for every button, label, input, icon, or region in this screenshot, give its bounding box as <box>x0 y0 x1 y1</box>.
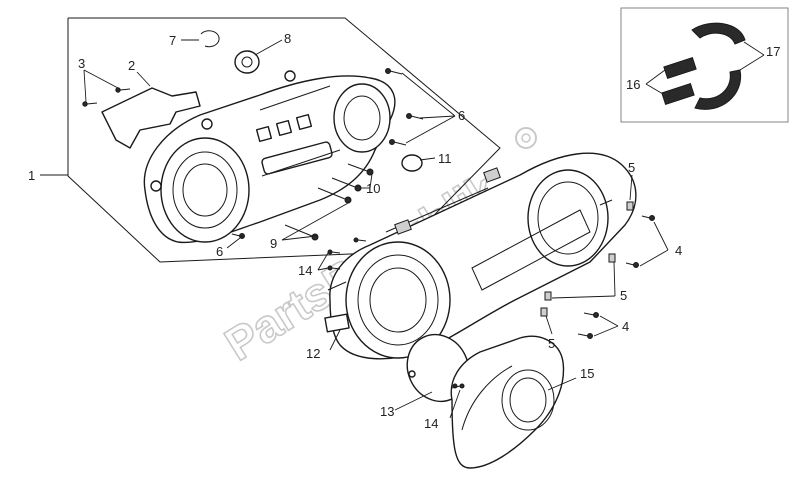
front-cover <box>450 335 565 469</box>
callout-16: 16 <box>626 77 640 92</box>
callout-8: 8 <box>284 31 291 46</box>
gasket-tab <box>408 370 416 378</box>
bearing <box>234 50 260 74</box>
watermark-gear-icon <box>515 127 537 149</box>
callout-14-top: 14 <box>298 263 312 278</box>
callout-3: 3 <box>78 56 85 71</box>
callout-labels: 1 2 3 7 8 6 11 10 9 6 5 4 5 4 5 14 12 13… <box>28 31 780 431</box>
callout-2: 2 <box>128 58 135 73</box>
callout-4-bottom: 4 <box>622 319 629 334</box>
callout-17: 17 <box>766 44 780 59</box>
callout-13: 13 <box>380 404 394 419</box>
callout-14-bottom: 14 <box>424 416 438 431</box>
callout-6-top: 6 <box>458 108 465 123</box>
callout-7: 7 <box>169 33 176 48</box>
callout-10: 10 <box>366 181 380 196</box>
callout-11: 11 <box>438 151 452 166</box>
screw-group-right <box>327 201 655 389</box>
heat-shield <box>101 87 201 149</box>
callout-9: 9 <box>270 236 277 251</box>
inset-frame <box>620 7 789 123</box>
inset-parts <box>661 22 746 110</box>
callout-5-top: 5 <box>628 160 635 175</box>
callout-1: 1 <box>28 168 35 183</box>
callout-4-top: 4 <box>675 243 682 258</box>
callout-6-bottom: 6 <box>216 244 223 259</box>
callout-5-bottom: 5 <box>548 336 555 351</box>
callout-12: 12 <box>306 346 320 361</box>
rubber-plug <box>401 154 423 172</box>
screw-group-left <box>82 68 424 241</box>
inner-cover-left <box>143 70 396 244</box>
outer-cover-right <box>324 152 637 360</box>
callout-15: 15 <box>580 366 594 381</box>
circlip-ring <box>200 30 220 48</box>
leader-lines <box>40 39 765 419</box>
callout-5-mid: 5 <box>620 288 627 303</box>
